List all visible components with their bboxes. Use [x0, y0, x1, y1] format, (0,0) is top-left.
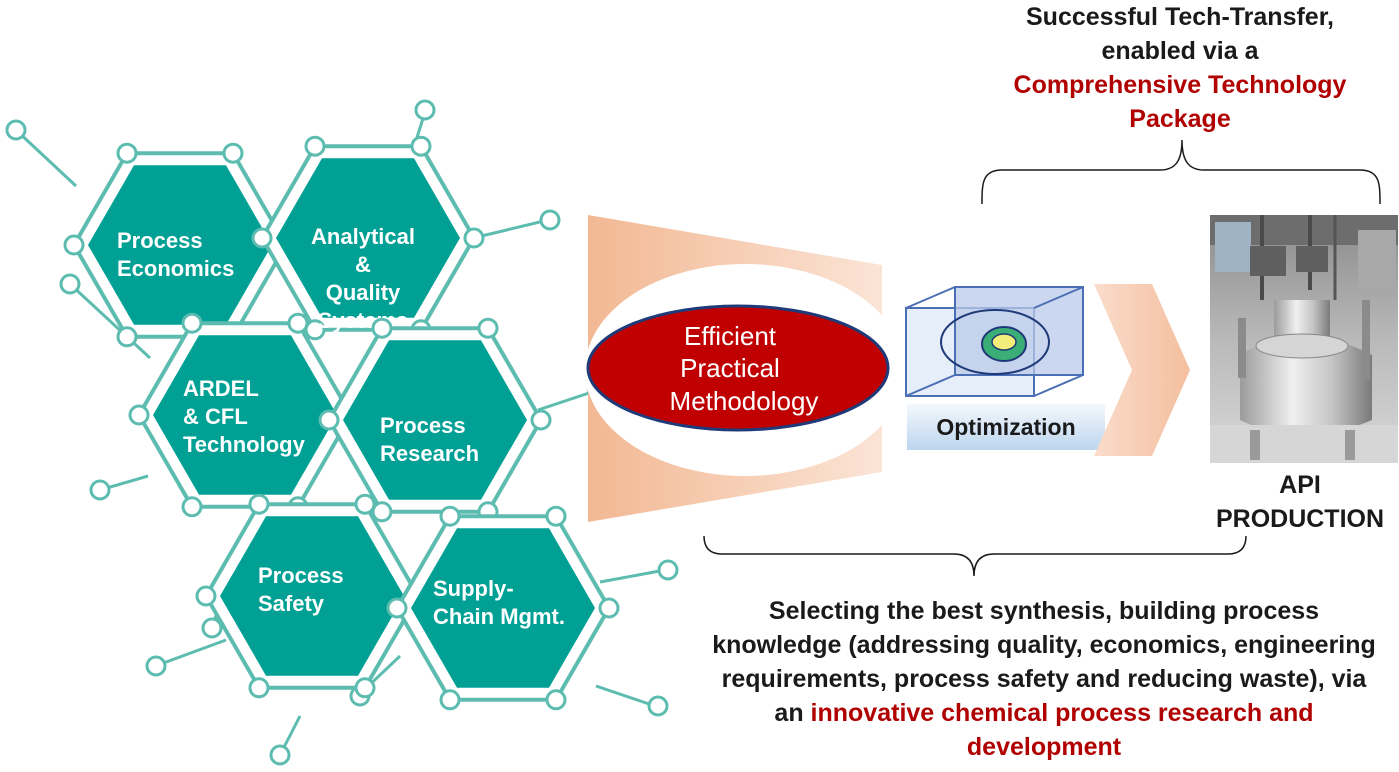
hex-fill	[88, 165, 272, 325]
hex-vertex-node	[195, 585, 217, 607]
hex-vertex-node	[222, 142, 244, 164]
bottom-brace	[703, 535, 1247, 577]
hex-vertex-node	[248, 677, 270, 699]
top-brace	[981, 139, 1381, 205]
hex-vertex-node	[181, 496, 203, 518]
caption-line-4: an innovative chemical process research …	[690, 696, 1398, 730]
tech-transfer-caption: Successful Tech-Transfer, enabled via a …	[960, 0, 1399, 136]
hex-vertex-node	[545, 505, 567, 527]
hex-process-economics-label-line: Economics	[117, 256, 234, 281]
hexagon-cluster: ProcessEconomicsAnalytical&QualitySystem…	[63, 135, 620, 711]
hex-ardel-cfl: ARDEL & CFL Technology	[128, 312, 362, 518]
tech-package-highlight-1: Comprehensive Technology	[1013, 71, 1347, 99]
hex-fill	[220, 516, 404, 676]
tech-transfer-line-1: Successful Tech-Transfer,	[1026, 3, 1334, 31]
hex-vertex-node	[439, 505, 461, 527]
optimization-label-box	[907, 404, 1105, 450]
optimization-cube-icon	[905, 286, 1084, 397]
hex-analytical-quality-label-line: &	[355, 252, 371, 277]
hex-analytical-quality-label-line: Quality	[326, 280, 401, 305]
process-research-caption: Selecting the best synthesis, building p…	[690, 594, 1398, 764]
hex-vertex-node	[354, 493, 376, 515]
innovation-highlight-1: innovative chemical process research and	[810, 699, 1314, 727]
hex-vertex-node	[598, 597, 620, 619]
hex-vertex-node	[63, 234, 85, 256]
tech-package-highlight-2: Package	[1129, 105, 1231, 133]
hex-vertex-node	[116, 142, 138, 164]
caption-prefix: an	[774, 699, 811, 727]
hex-vertex-node	[354, 677, 376, 699]
hex-vertex-node	[287, 312, 309, 334]
api-production-label: API PRODUCTION	[1200, 468, 1399, 536]
innovation-highlight-2: development	[966, 733, 1122, 761]
hex-fill	[411, 528, 595, 688]
hex-fill	[343, 340, 527, 500]
reactor-photo	[1210, 215, 1398, 463]
hex-process-research-label-line: Research	[380, 441, 479, 466]
hex-vertex-node	[463, 227, 485, 249]
hex-process-safety-label-line: Safety	[258, 591, 325, 616]
api-line-2: PRODUCTION	[1215, 505, 1385, 533]
methodology-line-3: Methodology	[670, 386, 819, 416]
hex-fill	[153, 335, 337, 495]
hex-vertex-node	[318, 409, 340, 431]
hex-vertex-node	[371, 317, 393, 339]
hex-ardel-cfl-label-line: Technology	[183, 432, 306, 457]
api-line-1: API	[1279, 471, 1321, 499]
hex-vertex-node	[410, 135, 432, 157]
hex-fill	[276, 158, 460, 318]
hex-ardel-cfl-label-line: & CFL	[183, 404, 248, 429]
methodology-line-1: Efficient	[684, 321, 777, 351]
methodology-ellipse	[586, 304, 890, 432]
hex-ardel-cfl-label-line: ARDEL	[183, 376, 259, 401]
hex-analytical-quality-label-line: Analytical	[311, 224, 415, 249]
hex-vertex-node	[477, 317, 499, 339]
hex-vertex-node	[304, 135, 326, 157]
hex-vertex-node	[251, 227, 273, 249]
hex-process-research-label-line: Process	[380, 413, 466, 438]
methodology-line-2: Practical	[680, 353, 780, 383]
caption-line-3: requirements, process safety and reducin…	[721, 665, 1367, 693]
hex-vertex-node	[248, 493, 270, 515]
hex-vertex-node	[128, 404, 150, 426]
tech-transfer-line-2: enabled via a	[1101, 37, 1259, 65]
caption-line-2: knowledge (addressing quality, economics…	[712, 631, 1376, 659]
hex-vertex-node	[439, 689, 461, 711]
hex-supply-chain-label-line: Chain Mgmt.	[433, 604, 565, 629]
hex-vertex-node	[545, 689, 567, 711]
hex-process-economics-label-line: Process	[117, 228, 203, 253]
hex-supply-chain-label-line: Supply-	[433, 576, 514, 601]
hex-vertex-node	[386, 597, 408, 619]
optimization-label: Optimization	[936, 414, 1075, 440]
hex-vertex-node	[116, 326, 138, 348]
hex-vertex-node	[181, 312, 203, 334]
hex-vertex-node	[530, 409, 552, 431]
caption-line-1: Selecting the best synthesis, building p…	[768, 597, 1320, 625]
hex-process-safety-label-line: Process	[258, 563, 344, 588]
chevron-arrow-icon	[1094, 284, 1190, 456]
hex-supply-chain: Supply- Chain Mgmt.	[386, 505, 620, 711]
hex-vertex-node	[371, 501, 393, 523]
